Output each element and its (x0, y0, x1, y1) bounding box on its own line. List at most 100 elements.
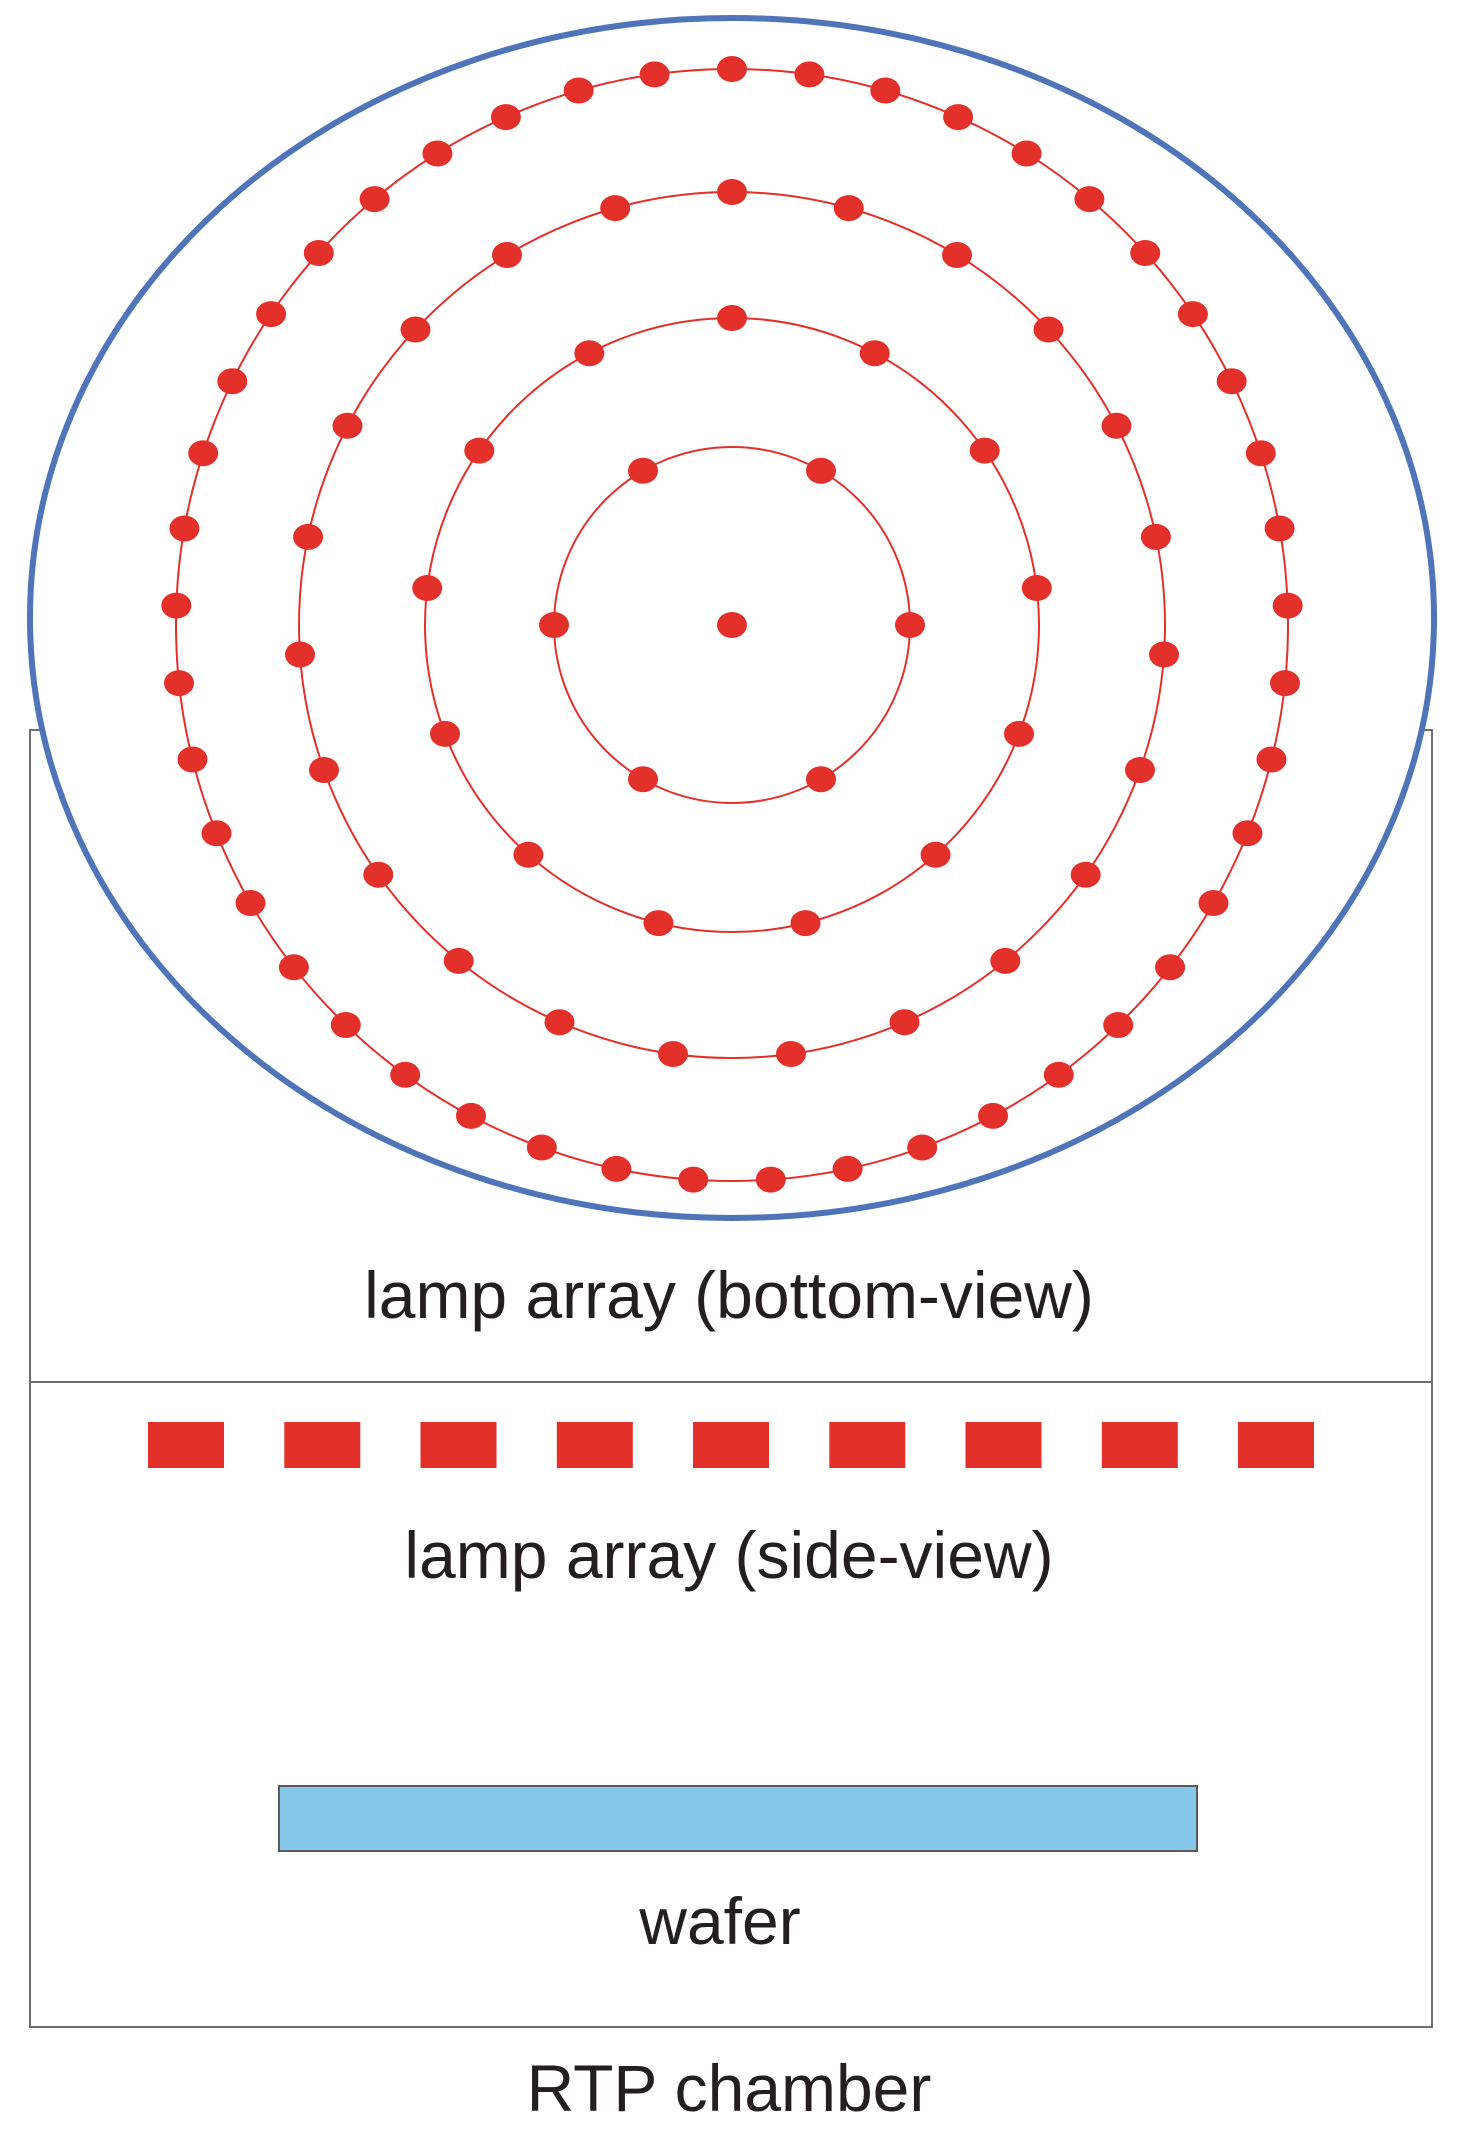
lamp-ring-4-lamp (794, 61, 825, 88)
lamp-ring-3-lamp (833, 195, 864, 222)
lamp-ring-3-lamp (285, 641, 315, 668)
lamp-ring-3-lamp (1101, 412, 1132, 439)
lamp-ring-4-lamp (1245, 440, 1276, 467)
lamp-ring-4-lamp (359, 186, 390, 213)
lamp-housing (27, 15, 1437, 1221)
side-view-lamp (556, 1422, 633, 1468)
lamp-ring-3-lamp (544, 1009, 575, 1036)
lamp-ring-2-lamp (574, 340, 605, 367)
lamp-ring-3-lamp (1033, 316, 1064, 343)
lamp-ring-3-lamp (492, 242, 522, 268)
lamp-ring-3-lamp (1149, 641, 1179, 668)
lamp-ring-4-lamp (217, 368, 248, 395)
lamp-ring-4-lamp (256, 301, 287, 328)
lamp-ring-3-lamp (717, 179, 747, 205)
lamp-ring-1-lamp (806, 766, 836, 793)
lamp-ring-4-lamp (943, 104, 974, 131)
lamp-center (717, 612, 747, 638)
lamp-ring-4-lamp (1155, 954, 1186, 981)
side-view-lamp (829, 1422, 906, 1468)
lamp-ring-3-lamp (600, 195, 631, 222)
lamp-ring-2-lamp (859, 340, 890, 367)
lamp-ring-3-lamp (309, 757, 339, 783)
lamp-ring-3-lamp (400, 316, 431, 343)
lamp-ring-4-lamp (1272, 592, 1303, 619)
lamp-ring-4-lamp (303, 240, 334, 266)
lamp-ring-3-lamp (990, 947, 1021, 974)
lamp-ring-4-lamp (832, 1155, 863, 1182)
lamp-ring-4-lamp (201, 820, 232, 847)
side-view-lamp (148, 1422, 224, 1468)
lamp-ring-4-lamp (1264, 515, 1295, 542)
lamp-ring-4-lamp (907, 1134, 938, 1161)
lamp-ring-4-lamp (390, 1061, 421, 1088)
lamp-ring-2-lamp (969, 437, 1000, 464)
lamp-ring-3-lamp (658, 1041, 688, 1067)
lamp-ring-4-lamp (601, 1155, 632, 1182)
lamp-ring-3-lamp (1070, 861, 1101, 888)
lamp-ring-4-lamp (678, 1166, 709, 1193)
lamp-ring-4-lamp (717, 56, 747, 82)
side-view-lamp (284, 1422, 361, 1468)
lamp-ring-3-lamp (293, 523, 324, 550)
lamp-ring-3-lamp (363, 861, 394, 888)
lamp-ring-4-lamp (1256, 746, 1287, 773)
lamp-ring-4-lamp (1011, 140, 1042, 167)
side-view-lamp (965, 1422, 1042, 1468)
lamp-ring-4-lamp (978, 1102, 1008, 1129)
lamp-ring-4-lamp (1198, 890, 1229, 916)
lamp-ring-1-lamp (806, 457, 836, 484)
lamp-ring-4-lamp (639, 61, 670, 88)
lamp-ring-3-lamp (1140, 523, 1171, 550)
side-view-lamp (1101, 1422, 1178, 1468)
lamp-ring-4-lamp (1043, 1061, 1074, 1088)
lamp-ring-2-lamp (717, 305, 747, 331)
lamp-ring-1-lamp (895, 612, 925, 638)
lamp-ring-4-lamp (235, 890, 266, 916)
lamp-ring-4-lamp (161, 592, 192, 619)
lamp-ring-4-lamp (330, 1012, 361, 1038)
lamp-array-side-view (148, 1422, 1314, 1468)
lamp-ring-1-lamp (539, 612, 569, 638)
lamp-ring-4-lamp (755, 1166, 786, 1193)
lamp-ring-2-lamp (513, 841, 544, 868)
lamp-ring-4-lamp (1270, 670, 1300, 697)
side-view-lamp (1238, 1422, 1314, 1468)
lamp-ring-2-lamp (1004, 720, 1034, 747)
lamp-ring-4-lamp (164, 670, 194, 697)
lamp-ring-2-lamp (1021, 575, 1052, 601)
lamp-ring-3-lamp (889, 1009, 920, 1036)
lamp-ring-2-lamp (464, 437, 495, 464)
lamp-ring-4-lamp (1074, 186, 1105, 213)
lamp-ring-2-lamp (920, 841, 951, 868)
lamp-ring-3-lamp (942, 242, 972, 268)
lamp-ring-2-lamp (412, 575, 443, 601)
lamp-ring-4-lamp (422, 140, 453, 167)
lamp-ring-2-lamp (430, 720, 460, 747)
lamp-array-bottom-view (161, 56, 1303, 1193)
lamp-ring-4-lamp (188, 440, 219, 467)
lamp-ring-4-lamp (456, 1102, 486, 1129)
bottom-view-label: lamp array (bottom-view) (364, 1258, 1094, 1332)
lamp-ring-1-lamp (628, 766, 658, 793)
lamp-ring-4-lamp (1103, 1012, 1134, 1038)
lamp-ring-1-lamp (628, 457, 658, 484)
lamp-ring-2-lamp (643, 910, 674, 937)
lamp-ring-4-lamp (870, 77, 901, 104)
lamp-ring-4-lamp (1232, 820, 1263, 847)
lamp-ring-4-lamp (1130, 240, 1161, 266)
lamp-ring-4-lamp (526, 1134, 557, 1161)
lamp-ring-4-lamp (1177, 301, 1208, 328)
lamp-ring-3-lamp (443, 947, 474, 974)
lamp-ring-4-lamp (177, 746, 208, 773)
lamp-ring-4-lamp (169, 515, 200, 542)
lamp-ring-3-lamp (332, 412, 363, 439)
side-view-lamp (693, 1422, 769, 1468)
lamp-ring-4-lamp (1216, 368, 1247, 395)
rtp-chamber-label: RTP chamber (526, 2051, 932, 2125)
lamp-ring-3-lamp (1125, 757, 1155, 783)
lamp-ring-4-lamp (278, 954, 309, 981)
wafer (278, 1785, 1198, 1852)
lamp-ring-2-lamp (790, 910, 821, 937)
